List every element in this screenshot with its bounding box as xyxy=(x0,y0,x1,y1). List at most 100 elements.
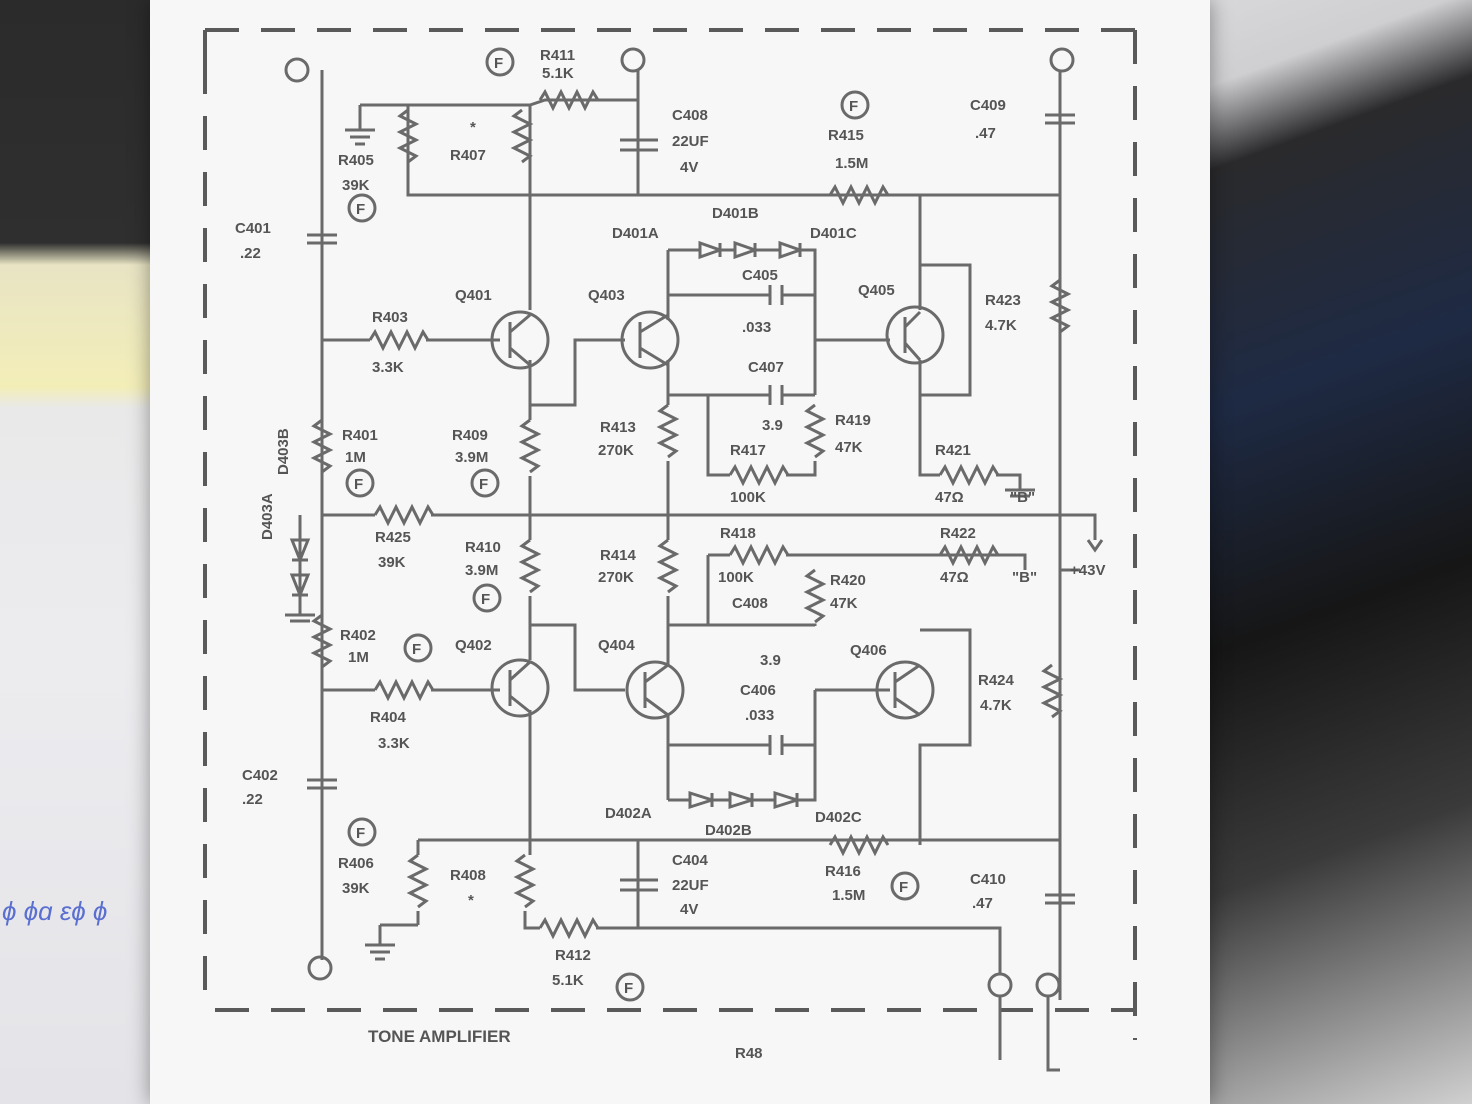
label-c405-ref: C405 xyxy=(742,267,778,284)
label-c407-ref: C407 xyxy=(748,359,784,376)
terminal-bottom-mid xyxy=(987,972,1013,998)
fuse-marker-5: F xyxy=(470,468,500,498)
label-r421-ref: R421 xyxy=(935,442,971,459)
component-labels: R411 5.1K C408 22UF 4V R415 1.5M C409 .4… xyxy=(235,47,1105,1062)
resistor-r403 xyxy=(368,328,430,352)
label-r422-value: 47Ω xyxy=(940,569,969,586)
wire-mid-bus xyxy=(322,513,1097,540)
label-r416-value: 1.5M xyxy=(832,887,865,904)
wire-q405-circuit xyxy=(918,195,1022,490)
fuse-marker-9: F xyxy=(890,871,920,901)
fuse-marker-2: F xyxy=(840,90,870,120)
label-c402-ref: C402 xyxy=(242,767,278,784)
svg-text:F: F xyxy=(899,879,908,896)
label-c402-value: .22 xyxy=(242,791,263,808)
handwritten-note: ɸ ɸɑ ɛɸ ɸ xyxy=(2,896,107,926)
cap-c405-symbol xyxy=(768,285,784,305)
label-r401-value: 1M xyxy=(345,449,366,466)
ground-bottom xyxy=(365,923,418,961)
cap-c404-symbol xyxy=(620,878,658,892)
label-r420-ref: R420 xyxy=(830,572,866,589)
diode-d403b xyxy=(289,573,311,600)
resistor-r423 xyxy=(1048,278,1072,334)
resistor-r421 xyxy=(938,463,1000,487)
svg-text:F: F xyxy=(356,825,365,842)
label-r402-ref: R402 xyxy=(340,627,376,644)
resistor-r417 xyxy=(728,463,790,487)
svg-text:F: F xyxy=(849,98,858,115)
resistor-r424 xyxy=(1040,663,1064,719)
label-d402c: D402C xyxy=(815,809,862,826)
label-c404-voltage: 4V xyxy=(680,901,698,918)
fuse-marker-10: F xyxy=(615,972,645,1002)
label-r418-value: 100K xyxy=(718,569,754,586)
resistor-r414 xyxy=(656,538,680,594)
wire-bottom-bus xyxy=(416,838,1060,975)
fuse-marker-1: F xyxy=(485,47,515,77)
label-d403b: D403B xyxy=(275,428,292,475)
svg-text:F: F xyxy=(479,476,488,493)
schematic-paper xyxy=(150,0,1210,1104)
fuse-marker-7: F xyxy=(403,633,433,663)
label-r419-value: 47K xyxy=(835,439,863,456)
label-r408-ref: R408 xyxy=(450,867,486,884)
wire-q401-q403 xyxy=(530,338,625,407)
label-c404-ref: C404 xyxy=(672,852,709,869)
label-r417-value: 100K xyxy=(730,489,766,506)
resistor-r402 xyxy=(310,613,334,669)
label-r414-value: 270K xyxy=(598,569,634,586)
label-r406-value: 39K xyxy=(342,880,370,897)
ground-d403 xyxy=(285,613,315,623)
ground-b xyxy=(1005,488,1035,498)
resistor-r410 xyxy=(518,538,542,594)
terminal-bottom-left xyxy=(307,955,333,981)
wire-r417 xyxy=(706,395,817,477)
label-r405-ref: R405 xyxy=(338,152,374,169)
resistor-r412 xyxy=(538,916,600,940)
label-r402-value: 1M xyxy=(348,649,369,666)
label-r409-value: 3.9M xyxy=(455,449,488,466)
label-c410-ref: C410 xyxy=(970,871,1006,888)
label-c406-value: .033 xyxy=(745,707,774,724)
label-c401-ref: C401 xyxy=(235,220,271,237)
label-r417-ref: R417 xyxy=(730,442,766,459)
label-c408-voltage: 4V xyxy=(680,159,698,176)
label-r425-value: 39K xyxy=(378,554,406,571)
label-q404: Q404 xyxy=(598,637,635,654)
label-r425-ref: R425 xyxy=(375,529,411,546)
resistor-r408 xyxy=(513,853,537,909)
diode-d403a xyxy=(289,538,311,565)
cap-c410-symbol xyxy=(1045,893,1075,905)
label-r403-ref: R403 xyxy=(372,309,408,326)
transistor-q403 xyxy=(620,310,680,370)
dashed-enclosure xyxy=(203,28,1137,1040)
cap-c407-symbol xyxy=(768,385,784,405)
label-d401a: D401A xyxy=(612,225,659,242)
transistor-q406 xyxy=(875,660,935,720)
label-r407-ref: R407 xyxy=(450,147,486,164)
label-c408-ref: C408 xyxy=(672,107,708,124)
wire-d401-chain xyxy=(668,248,817,395)
diode-d401c xyxy=(778,240,805,260)
fuse-marker-4: F xyxy=(345,468,375,498)
label-off-sheet: R48 xyxy=(735,1045,763,1062)
resistor-r416 xyxy=(828,833,890,857)
label-r415-value: 1.5M xyxy=(835,155,868,172)
transistor-q402 xyxy=(490,658,550,718)
terminal-bottom-right xyxy=(1035,972,1061,998)
label-node-b-top: "B" xyxy=(1010,489,1035,506)
resistor-r406 xyxy=(406,853,430,909)
cap-c402-symbol xyxy=(307,778,337,790)
svg-text:F: F xyxy=(494,55,503,72)
label-d402a: D402A xyxy=(605,805,652,822)
label-c405-value: .033 xyxy=(742,319,771,336)
label-r416-ref: R416 xyxy=(825,863,861,880)
label-r414-ref: R414 xyxy=(600,547,637,564)
label-r424-value: 4.7K xyxy=(980,697,1012,714)
transistor-q404 xyxy=(625,660,685,720)
label-r401-ref: R401 xyxy=(342,427,378,444)
label-d401c: D401C xyxy=(810,225,857,242)
svg-text:F: F xyxy=(412,641,421,658)
label-r419-ref: R419 xyxy=(835,412,871,429)
label-q406: Q406 xyxy=(850,642,887,659)
